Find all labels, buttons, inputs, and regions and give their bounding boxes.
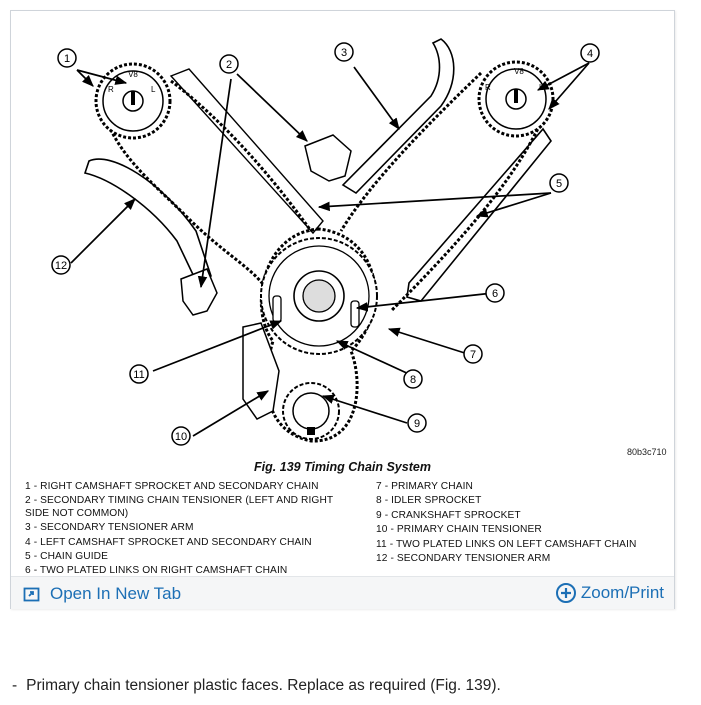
legend-item: 5 - CHAIN GUIDE — [25, 551, 109, 563]
callout-circle-7 — [463, 344, 483, 364]
right-sprocket-v8-label: V8 — [514, 67, 524, 76]
callout-circle-10 — [171, 426, 191, 446]
legend-item: 2 - SECONDARY TIMING CHAIN TENSIONER (LE… — [25, 495, 334, 519]
right-camshaft-sprocket: V8 R L — [94, 62, 172, 140]
callout-circle-6 — [485, 283, 505, 303]
callout-circle-5 — [549, 173, 569, 193]
figure-code: 80b3c710 — [627, 447, 667, 457]
left-sprocket-l-label: L — [151, 85, 156, 94]
crankshaft-sprocket — [282, 382, 340, 440]
open-in-new-tab-link[interactable]: Open In New Tab — [23, 583, 181, 605]
legend-item: 1 - RIGHT CAMSHAFT SPROCKET AND SECONDAR… — [25, 481, 319, 492]
upper-left-chain-guide — [169, 68, 324, 235]
legend-item: 6 - TWO PLATED LINKS ON RIGHT CAMSHAFT C… — [25, 565, 288, 577]
left-sprocket-v8-label: V8 — [128, 70, 138, 79]
right-secondary-chain — [339, 71, 548, 313]
zoom-print-link[interactable]: Zoom/Print — [555, 581, 664, 605]
callout-number-1: 1 — [64, 53, 70, 65]
note-bullet: - — [12, 677, 18, 694]
left-secondary-chain — [99, 79, 313, 302]
left-sprocket-r-label: R — [108, 85, 114, 94]
callout-circle-8 — [403, 369, 423, 389]
legend-item: 10 - PRIMARY CHAIN TENSIONER — [376, 524, 542, 536]
callout-number-2: 2 — [226, 59, 232, 71]
callout-number-5: 5 — [556, 178, 562, 190]
note-text: Primary chain tensioner plastic faces. R… — [26, 677, 501, 694]
callout-number-7: 7 — [470, 349, 476, 361]
legend-item: 3 - SECONDARY TENSIONER ARM — [25, 522, 194, 534]
callout-number-12: 12 — [55, 260, 67, 272]
legend-item: 12 - SECONDARY TENSIONER ARM — [376, 552, 551, 564]
open-new-tab-icon — [23, 587, 40, 602]
legend-right: 7 - PRIMARY CHAIN 8 - IDLER SPROCKET 9 -… — [376, 481, 666, 567]
zoom-plus-icon — [555, 583, 576, 603]
callout-number-6: 6 — [492, 288, 498, 300]
open-in-new-tab-label: Open In New Tab — [50, 584, 182, 603]
legend-left: 1 - RIGHT CAMSHAFT SPROCKET AND SECONDAR… — [25, 481, 357, 580]
instruction-note: -Primary chain tensioner plastic faces. … — [12, 677, 501, 695]
callout-circle-12 — [51, 255, 71, 275]
primary-chain-tensioner — [242, 322, 280, 420]
left-secondary-tensioner — [180, 268, 218, 316]
callout-number-8: 8 — [410, 374, 416, 386]
callout-number-11: 11 — [133, 369, 144, 381]
callout-circle-2 — [219, 54, 239, 74]
figure-actions-bar: Open In New Tab Zoom/Print — [11, 576, 674, 609]
timing-chain-diagram: V8 R L V8 R L — [51, 38, 600, 446]
idler-sprocket — [260, 237, 378, 355]
callout-circle-9 — [407, 413, 427, 433]
callout-number-3: 3 — [341, 47, 347, 59]
right-tensioner-arm — [341, 38, 455, 195]
right-sprocket-r-label: R — [485, 83, 491, 92]
callout-number-9: 9 — [414, 418, 420, 430]
callout-circle-3 — [334, 42, 354, 62]
legend-item: 9 - CRANKSHAFT SPROCKET — [376, 509, 521, 521]
callout-number-10: 10 — [175, 431, 187, 443]
callout-leaders — [70, 62, 590, 437]
callout-number-4: 4 — [587, 48, 593, 60]
right-secondary-tensioner — [304, 134, 352, 182]
zoom-print-label: Zoom/Print — [580, 583, 664, 602]
legend-item: 8 - IDLER SPROCKET — [376, 495, 482, 507]
legend-item: 7 - PRIMARY CHAIN — [376, 481, 473, 492]
legend-item: 4 - LEFT CAMSHAFT SPROCKET AND SECONDARY… — [25, 536, 312, 548]
figure-card: V8 R L V8 R L — [10, 10, 675, 609]
callout-circle-11 — [129, 364, 149, 384]
legend-item: 11 - TWO PLATED LINKS ON LEFT CAMSHAFT C… — [376, 538, 637, 550]
callout-circle-4 — [580, 43, 600, 63]
left-camshaft-sprocket: V8 R L — [477, 60, 555, 138]
primary-chain — [259, 227, 377, 443]
callout-circle-1 — [57, 48, 77, 68]
figure-caption: Fig. 139 Timing Chain System — [254, 460, 431, 474]
